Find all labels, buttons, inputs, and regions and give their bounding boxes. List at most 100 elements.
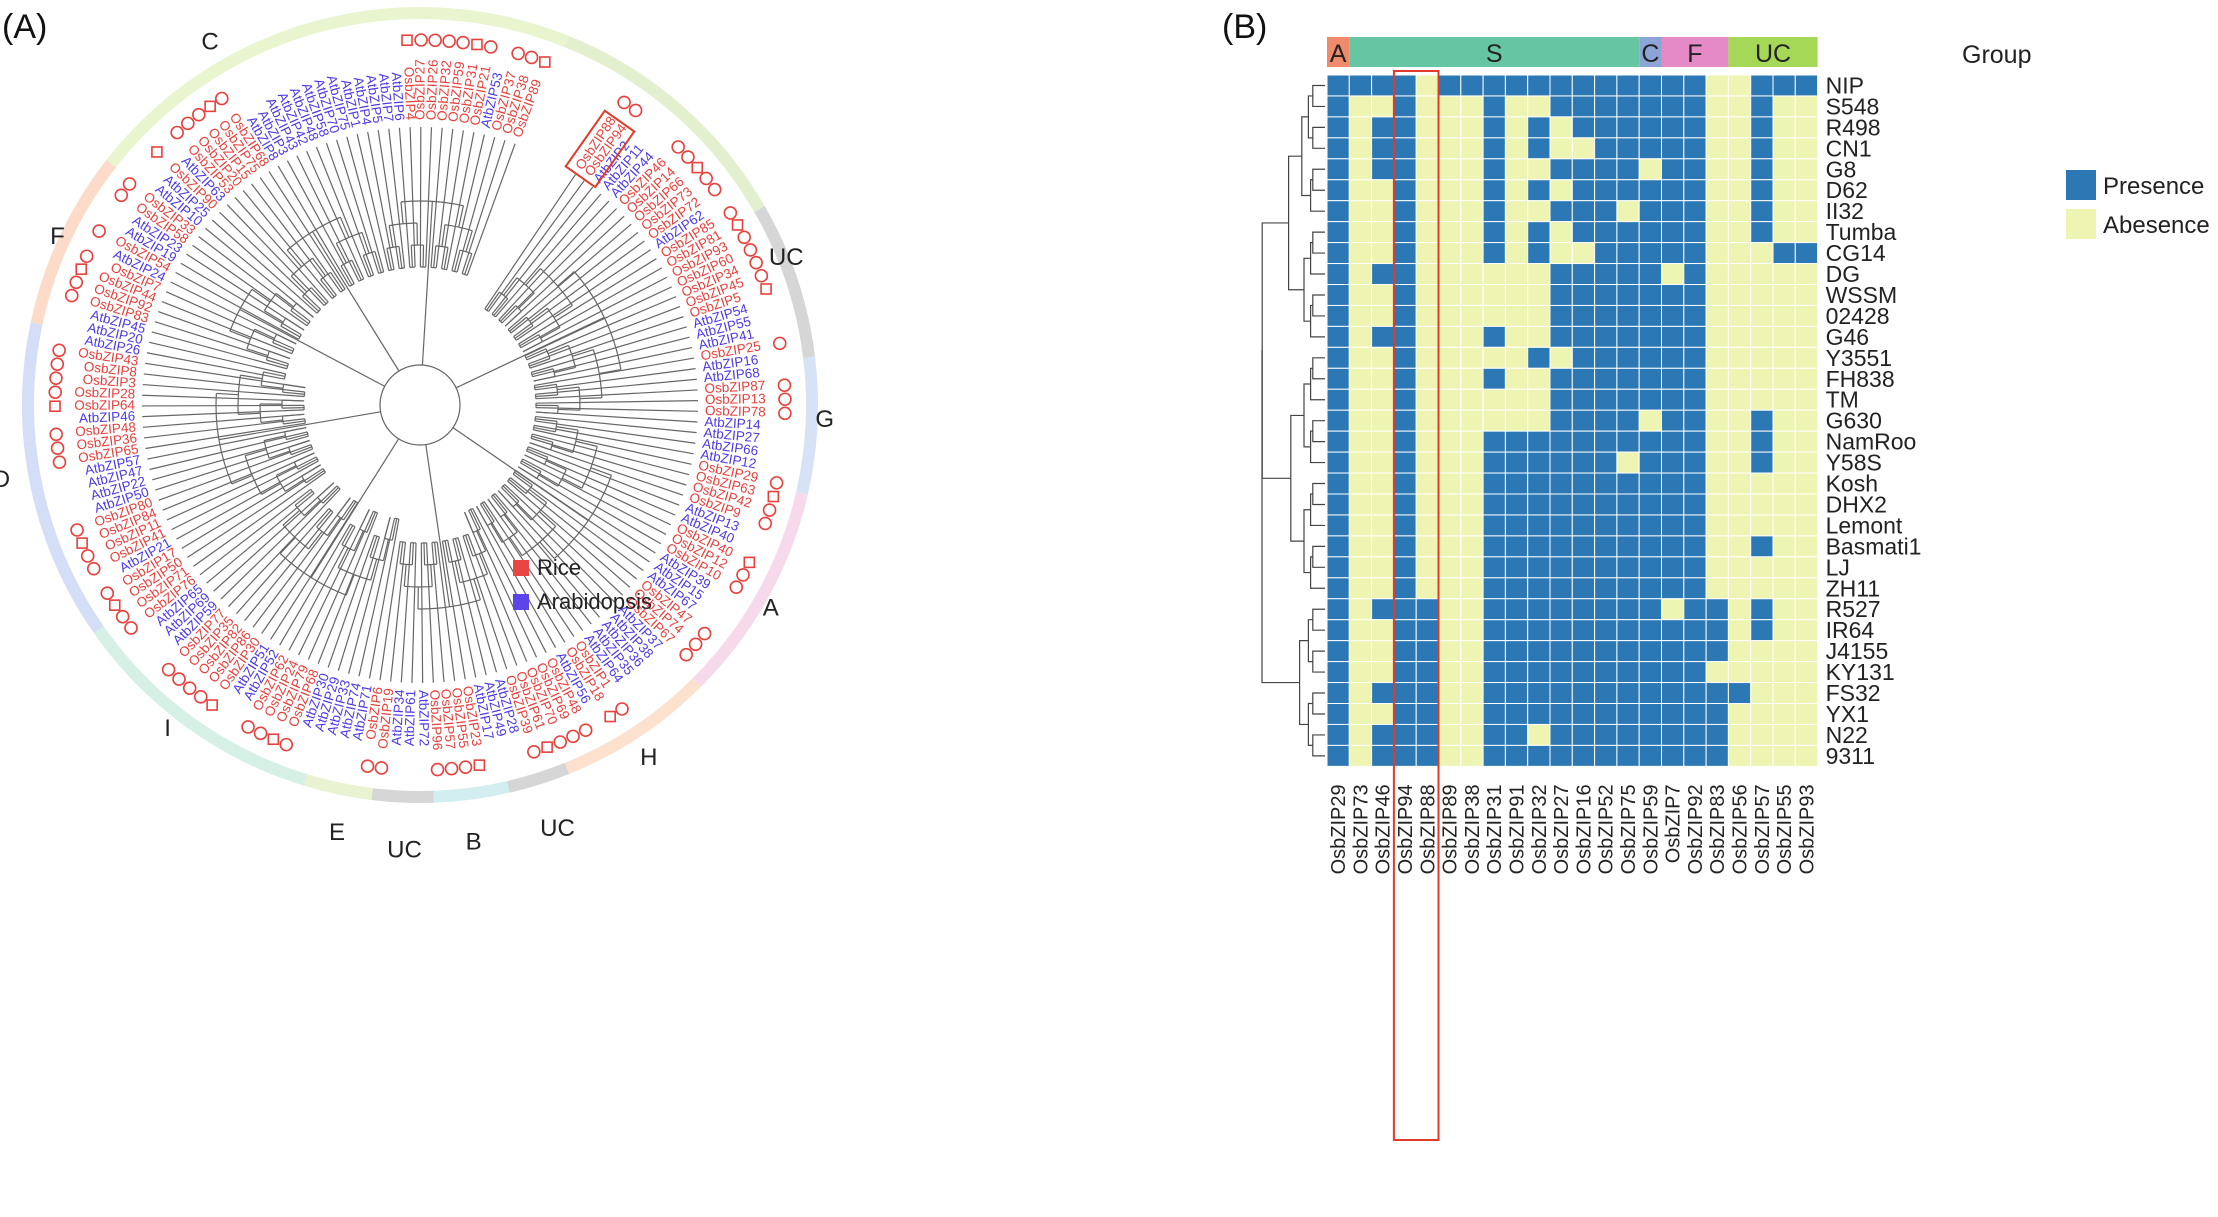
- tree-branch: [431, 565, 432, 587]
- heatmap-cell: [1662, 285, 1684, 306]
- heatmap-cell: [1439, 222, 1461, 243]
- heatmap-cell: [1483, 724, 1505, 745]
- tree-branch: [489, 181, 585, 312]
- heatmap-cell: [1439, 285, 1461, 306]
- heatmap-cell: [1662, 473, 1684, 494]
- group-header: Group: [1962, 41, 2031, 69]
- tree-branch: [591, 468, 612, 476]
- heatmap-cell: [1706, 683, 1728, 704]
- heatmap-cell: [1439, 641, 1461, 662]
- tree-branch: [442, 225, 445, 247]
- heatmap-cell: [1595, 578, 1617, 599]
- heatmap-cell: [1483, 431, 1505, 452]
- heatmap-cell: [1461, 641, 1483, 662]
- heatmap-cell: [1728, 180, 1750, 201]
- heatmap-cell: [1795, 724, 1817, 745]
- heatmap-cell: [1394, 222, 1416, 243]
- tree-branch: [523, 342, 543, 352]
- heatmap-cell: [1394, 745, 1416, 766]
- tree-branch: [569, 345, 576, 367]
- heatmap-cell: [1528, 662, 1550, 683]
- column-label: OsbZIP16: [1573, 784, 1595, 874]
- heatmap-cell: [1327, 96, 1349, 117]
- heatmap-cell: [1327, 724, 1349, 745]
- tree-branch: [297, 303, 314, 317]
- leaf-marker-circle: [618, 96, 630, 108]
- heatmap-cell: [1483, 410, 1505, 431]
- heatmap-cell: [1706, 347, 1728, 368]
- heatmap-cell: [1662, 264, 1684, 285]
- heatmap-cell: [1327, 285, 1349, 306]
- heatmap-cell: [1349, 620, 1371, 641]
- leaf-marker-circle: [567, 730, 579, 742]
- heatmap-cell: [1461, 159, 1483, 180]
- heatmap-cell: [1751, 159, 1773, 180]
- heatmap-cell: [1372, 96, 1394, 117]
- tree-branch: [192, 245, 307, 325]
- tree-branch: [260, 178, 340, 293]
- heatmap-cell: [1505, 599, 1527, 620]
- heatmap-cell: [1773, 305, 1795, 326]
- clade-label: D: [0, 466, 10, 493]
- heatmap-cell: [1595, 599, 1617, 620]
- heatmap-cell: [1617, 180, 1639, 201]
- heatmap-cell: [1795, 264, 1817, 285]
- heatmap-cell: [1416, 201, 1438, 222]
- heatmap-cell: [1528, 473, 1550, 494]
- heatmap-cell: [1706, 515, 1728, 536]
- column-label: OsbZIP32: [1529, 784, 1551, 874]
- leaf-marker-circle: [457, 37, 469, 49]
- tree-branch: [505, 216, 624, 326]
- heatmap-cell: [1684, 704, 1706, 725]
- heatmap-cell: [1572, 557, 1594, 578]
- column-label: OsbZIP88: [1417, 784, 1439, 874]
- heatmap-cell: [1505, 515, 1527, 536]
- heatmap-cell: [1728, 96, 1750, 117]
- heatmap-cell: [1327, 305, 1349, 326]
- tree-branch: [412, 543, 413, 565]
- heatmap-cell: [1461, 264, 1483, 285]
- heatmap-cell: [1439, 389, 1461, 410]
- dendrogram-branch: [1302, 117, 1311, 196]
- heatmap-cell: [1773, 96, 1795, 117]
- tree-branch: [411, 245, 412, 267]
- heatmap-cell: [1394, 620, 1416, 641]
- heatmap-cell: [1684, 326, 1706, 347]
- heatmap-cell: [1728, 243, 1750, 264]
- leaf-marker-circle: [709, 184, 721, 196]
- heatmap-cell: [1528, 243, 1550, 264]
- leaf-marker-circle: [216, 93, 228, 105]
- heatmap-cell: [1416, 599, 1438, 620]
- heatmap-cell: [1461, 180, 1483, 201]
- heatmap-cell: [1483, 117, 1505, 138]
- heatmap-cell: [1572, 620, 1594, 641]
- heatmap-cell: [1439, 578, 1461, 599]
- heatmap-cell: [1394, 138, 1416, 159]
- tree-branch: [289, 527, 355, 650]
- heatmap-cell: [1617, 662, 1639, 683]
- heatmap-cell: [1505, 75, 1527, 96]
- heatmap-cell: [1505, 683, 1527, 704]
- heatmap-legend: Presence Abesence: [2066, 170, 2210, 239]
- tree-branch: [404, 586, 432, 587]
- heatmap-cell: [1349, 578, 1371, 599]
- tree-branch: [516, 250, 650, 340]
- tree-branch: [235, 197, 328, 302]
- heatmap-cell: [1706, 473, 1728, 494]
- heatmap-cell: [1773, 368, 1795, 389]
- heatmap-cell: [1595, 347, 1617, 368]
- heatmap-cell: [1595, 473, 1617, 494]
- tree-branch: [466, 231, 472, 252]
- tree-branch: [216, 393, 238, 394]
- heatmap-cell: [1461, 389, 1483, 410]
- tree-branch: [434, 246, 436, 268]
- heatmap-cell: [1751, 641, 1773, 662]
- leaf-marker-circle: [51, 358, 63, 370]
- heatmap-cell: [1595, 620, 1617, 641]
- tree-branch: [303, 296, 319, 311]
- heatmap-cell: [1439, 347, 1461, 368]
- heatmap-cell: [1728, 117, 1750, 138]
- heatmap-cell: [1572, 285, 1594, 306]
- tree-branch: [424, 543, 425, 565]
